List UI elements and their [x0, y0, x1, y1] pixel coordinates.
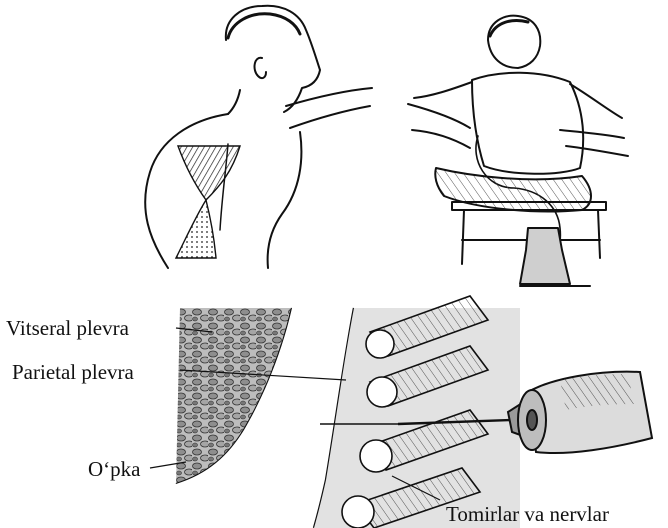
patient-left-arm [414, 82, 472, 98]
vessels-nerves-label: Tomirlar va nervlar [446, 504, 609, 525]
doctor-arm-upper [408, 104, 470, 128]
patient-head [488, 16, 540, 68]
syringe [508, 372, 652, 453]
patient-torso [472, 73, 583, 174]
doctor-arm-lower [412, 130, 470, 148]
neck [228, 90, 240, 114]
hair [228, 14, 300, 38]
lower-dullness-zone [176, 200, 216, 258]
visceral-pleura-label: Vitseral plevra [6, 318, 129, 339]
parietal-pleura-label: Parietal plevra [12, 362, 134, 383]
collection-jar [520, 228, 570, 284]
back-right-edge [268, 132, 302, 268]
patient-lap [435, 168, 591, 211]
puncture-scene-illustration [408, 16, 628, 286]
back-illustration [145, 6, 372, 268]
assistant-arm-right-2 [566, 146, 628, 156]
stool-leg-right [598, 210, 600, 258]
stool-leg-left [462, 210, 464, 264]
lung-label: O‘pka [88, 459, 140, 480]
upper-dullness-zone [178, 146, 240, 200]
ear [255, 58, 266, 78]
assistant-arm-right [560, 130, 624, 138]
